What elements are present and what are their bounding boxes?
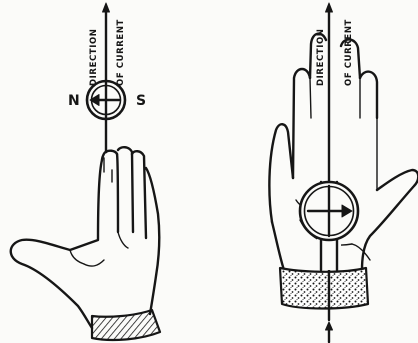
left-direction-label-line-1: DIRECTION: [89, 28, 99, 86]
left-cuff: [92, 310, 160, 340]
left-figure: N S DIRECTION OF CURRENT: [11, 3, 160, 340]
left-hand: [11, 147, 160, 328]
right-current-arrow: [326, 322, 333, 342]
right-compass: [300, 182, 358, 270]
south-pole-label: S: [136, 93, 146, 109]
north-pole-label: N: [68, 93, 80, 109]
right-figure: DIRECTION OF CURRENT: [269, 3, 418, 342]
left-wire: [103, 3, 110, 152]
right-cuff: [280, 268, 368, 309]
right-direction-label-line-2: OF CURRENT: [344, 19, 354, 86]
left-direction-label-line-2: OF CURRENT: [116, 19, 126, 86]
right-direction-label-line-1: DIRECTION: [316, 28, 326, 86]
